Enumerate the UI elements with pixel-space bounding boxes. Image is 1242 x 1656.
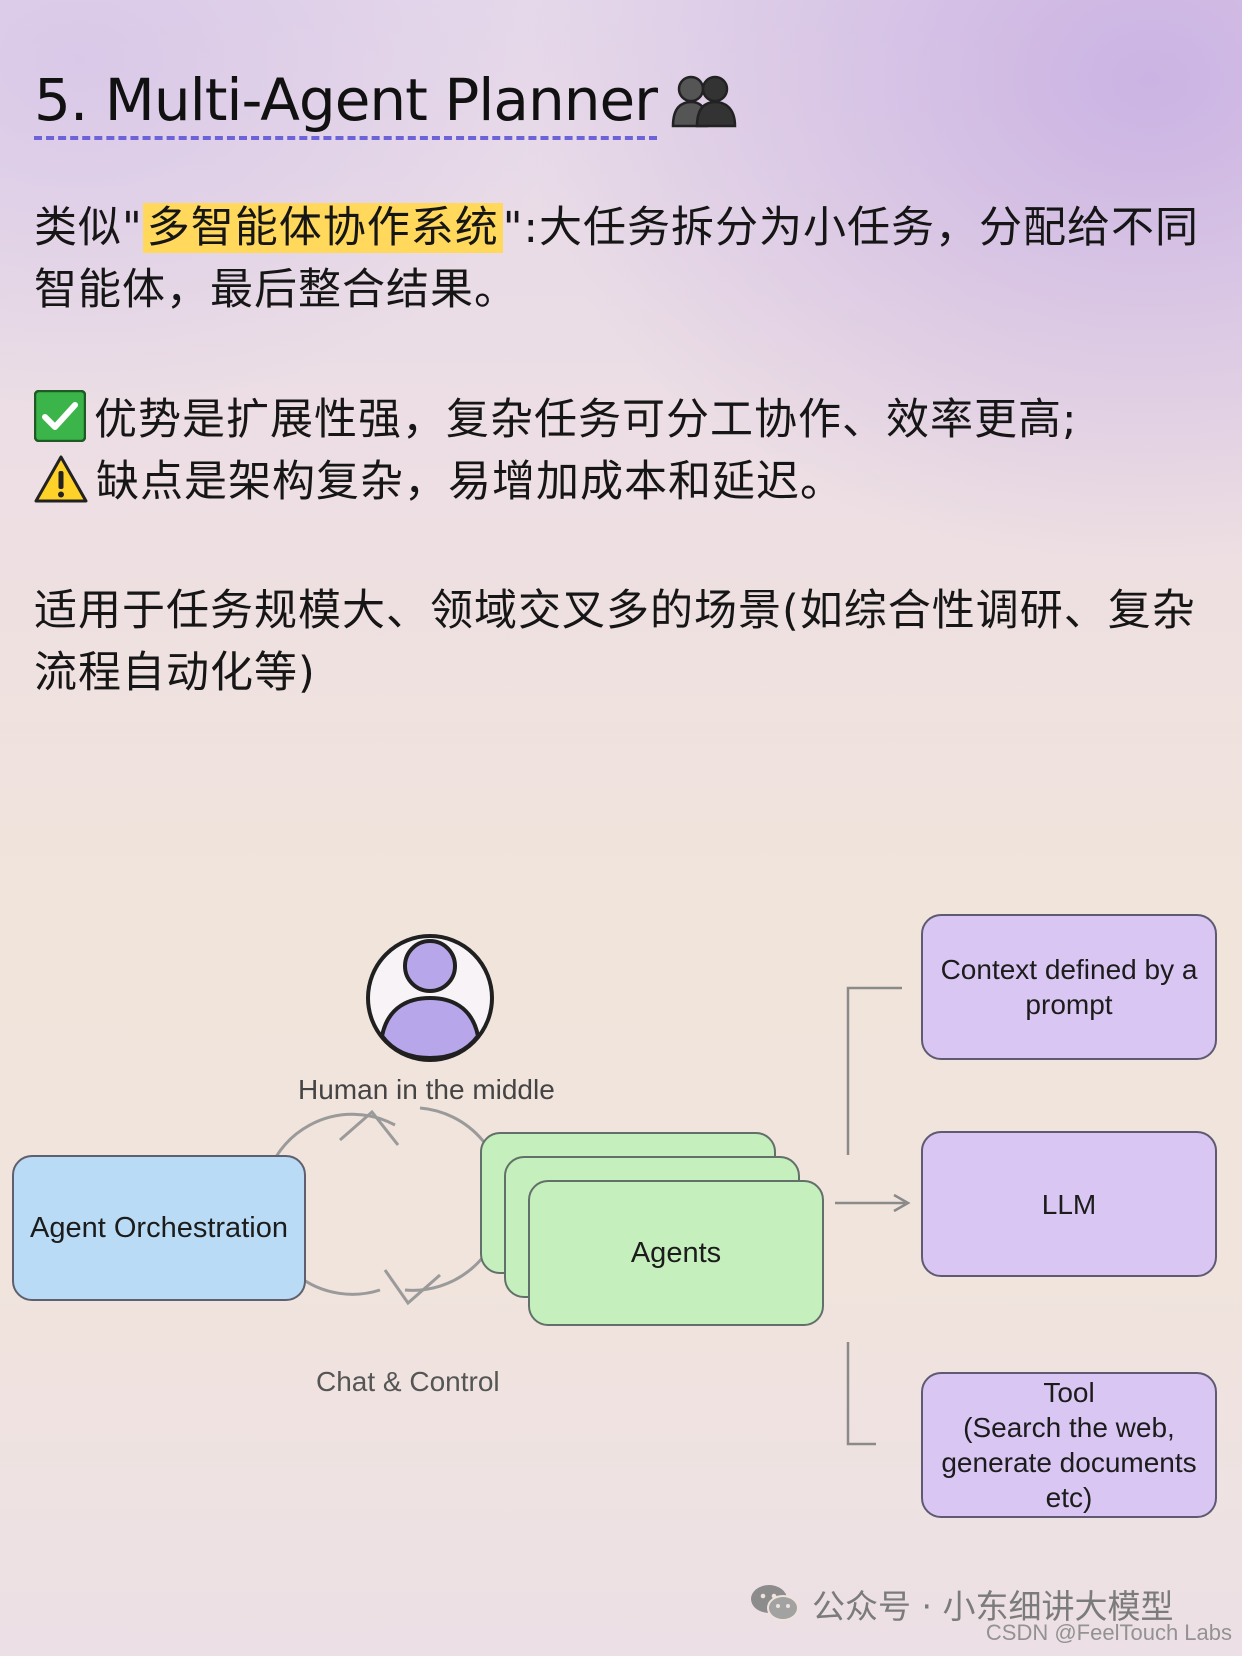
pros-text: 优势是扩展性强，复杂任务可分工协作、效率更高; [94,395,1078,445]
people-silhouette-icon [671,75,737,128]
intro-prefix: 类似" [34,203,143,253]
llm-box: LLM [921,1131,1217,1277]
intro-paragraph: 类似"多智能体协作系统":大任务拆分为小任务，分配给不同智能体，最后整合结果。 [34,197,1224,321]
context-label: Context defined by a prompt [940,954,1198,1020]
watermark: CSDN @FeelTouch Labs [985,1620,1232,1645]
llm-label: LLM [1041,1188,1097,1220]
human-in-the-middle-label: Human in the middle [298,1074,555,1105]
intro-suffix: ":大任务拆分为小任务，分配给不同智能体，最后整合结果。 [34,203,1200,315]
agent-orchestration-label: Agent Orchestration [30,1211,288,1244]
warning-icon [34,455,88,503]
cycle-arrowhead-top [339,1109,400,1146]
intro-highlight: 多智能体协作系统 [142,203,503,253]
agent-orchestration-box: Agent Orchestration [12,1155,306,1301]
usage-paragraph: 适用于任务规模大、领域交叉多的场景(如综合性调研、复杂流程自动化等) [34,586,1196,698]
context-box: Context defined by a prompt [921,914,1217,1060]
chat-control-label: Chat & Control [316,1366,500,1397]
footer-account: 公众号 · 小东细讲大模型 [750,1580,1173,1628]
cycle-arrowhead-bottom [383,1269,441,1306]
tool-title: Tool [1043,1377,1095,1408]
cons-line: 缺点是架构复杂，易增加成本和延迟。 [34,451,1224,513]
cons-text: 缺点是架构复杂，易增加成本和延迟。 [96,457,844,507]
pros-line: 优势是扩展性强，复杂任务可分工协作、效率更高; [34,389,1224,451]
human-avatar-icon [366,934,494,1062]
title-text: 5. Multi-Agent Planner [34,66,658,140]
agents-box: Agents [528,1180,824,1326]
wechat-icon [751,1585,799,1621]
tool-description: (Search the web, generate documents etc) [941,1412,1197,1513]
tool-box: Tool (Search the web, generate documents … [921,1372,1217,1518]
bracket-bottom [846,1342,876,1446]
bracket-top [846,986,902,1155]
check-mark-button-icon [34,390,86,442]
page-title: 5. Multi-Agent Planner [34,62,737,140]
footer-account-text: 公众号 · 小东细讲大模型 [812,1587,1174,1626]
arrowhead-llm [893,1193,911,1213]
agents-label: Agents [630,1236,722,1269]
bracket-connector [835,986,911,1446]
